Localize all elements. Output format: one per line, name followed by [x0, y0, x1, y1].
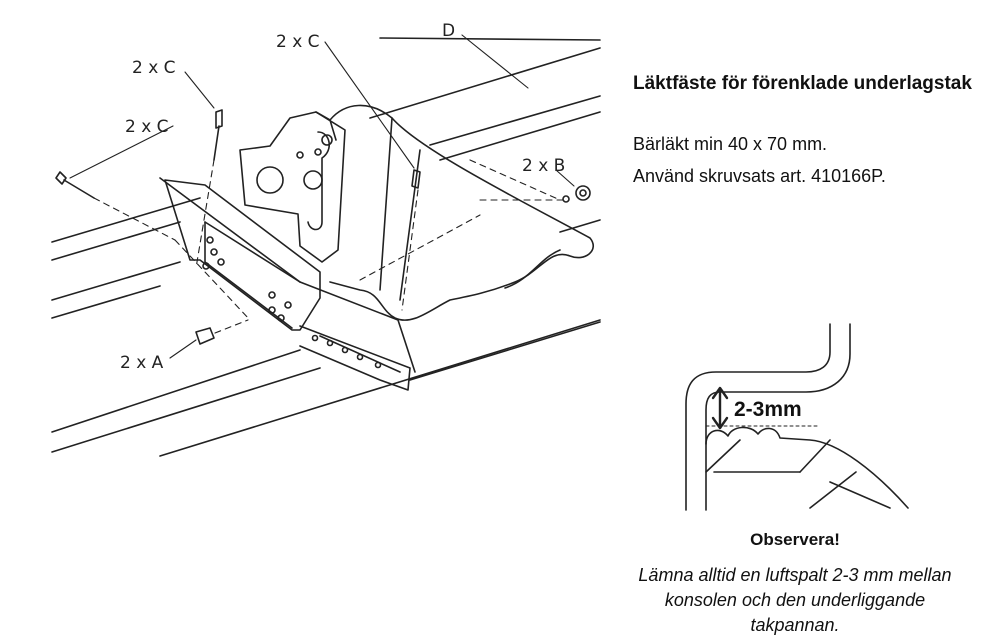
bracket-title: Läktfäste för förenklade underlagstak — [633, 73, 972, 94]
assembly-lines — [93, 159, 567, 334]
batten-spec: Bärläkt min 40 x 70 mm. — [633, 134, 828, 154]
air-gap-detail: 2-3mm — [685, 323, 909, 511]
bracket — [239, 111, 346, 263]
screw-kit-spec: Använd skruvsats art. 410166P. — [633, 166, 886, 186]
callout-a: 2 x A — [120, 353, 164, 373]
callout-c-mid: 2 x C — [132, 58, 176, 78]
base-plate — [164, 179, 321, 331]
note-title: Observera! — [750, 530, 840, 549]
roof-battens — [51, 37, 601, 457]
callout-d: D — [442, 21, 455, 41]
channel-rail — [159, 177, 416, 391]
callout-c-top: 2 x C — [276, 32, 320, 52]
leader-lines — [69, 34, 575, 359]
fasteners — [55, 109, 591, 345]
roof-tile — [329, 104, 594, 321]
callout-c-left: 2 x C — [125, 117, 169, 137]
gap-dimension: 2-3mm — [734, 398, 802, 421]
note-body: Lämna alltid en luftspalt 2-3 mm mellan … — [638, 565, 952, 635]
assembly-illustration: 2 x A 2 x B 2 x C 2 x C 2 x C D — [51, 21, 601, 457]
callout-b: 2 x B — [522, 156, 565, 176]
